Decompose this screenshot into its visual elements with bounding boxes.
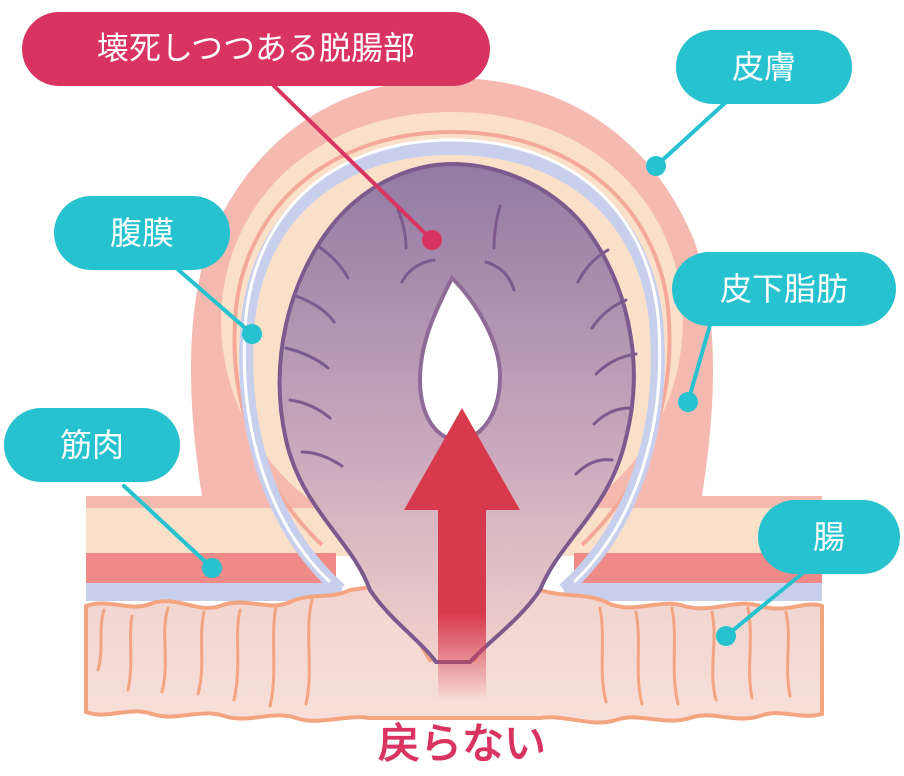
label-necrotic-text: 壊死しつつある脱腸部 <box>97 29 415 67</box>
muscle-pointer-dot <box>202 558 222 578</box>
necrotic-pointer-dot <box>422 230 442 250</box>
label-intestine: 腸 <box>758 500 900 574</box>
label-necrotic: 壊死しつつある脱腸部 <box>22 12 490 86</box>
label-skin: 皮膚 <box>676 30 852 104</box>
intestine-pointer-dot <box>716 626 736 646</box>
label-muscle: 筋肉 <box>4 408 180 482</box>
skin-pointer-dot <box>646 156 666 176</box>
caption-text: 戻らない <box>378 719 546 768</box>
peritoneum-sac <box>239 140 665 596</box>
peritoneum-sac-edge <box>242 138 662 584</box>
peritoneum-layer-right <box>564 583 822 601</box>
intestine-folds <box>96 598 792 708</box>
label-subcutaneous-fat-text: 皮下脂肪 <box>720 270 848 308</box>
peritoneum-pointer-dot <box>242 324 262 344</box>
label-peritoneum: 腹膜 <box>54 196 230 270</box>
label-muscle-text: 筋肉 <box>60 426 124 464</box>
label-peritoneum-text: 腹膜 <box>110 214 174 252</box>
bowel-folds <box>284 204 638 476</box>
label-subcutaneous-fat: 皮下脂肪 <box>672 252 896 326</box>
arrow-shaft <box>438 506 486 700</box>
peritoneum-layer <box>86 583 342 601</box>
label-skin-text: 皮膚 <box>732 48 796 86</box>
leader-lines <box>122 82 806 638</box>
arrow-head <box>404 408 520 510</box>
fat-pointer-dot <box>678 392 698 412</box>
label-intestine-text: 腸 <box>813 518 845 556</box>
muscle-inner-contour <box>232 129 672 547</box>
